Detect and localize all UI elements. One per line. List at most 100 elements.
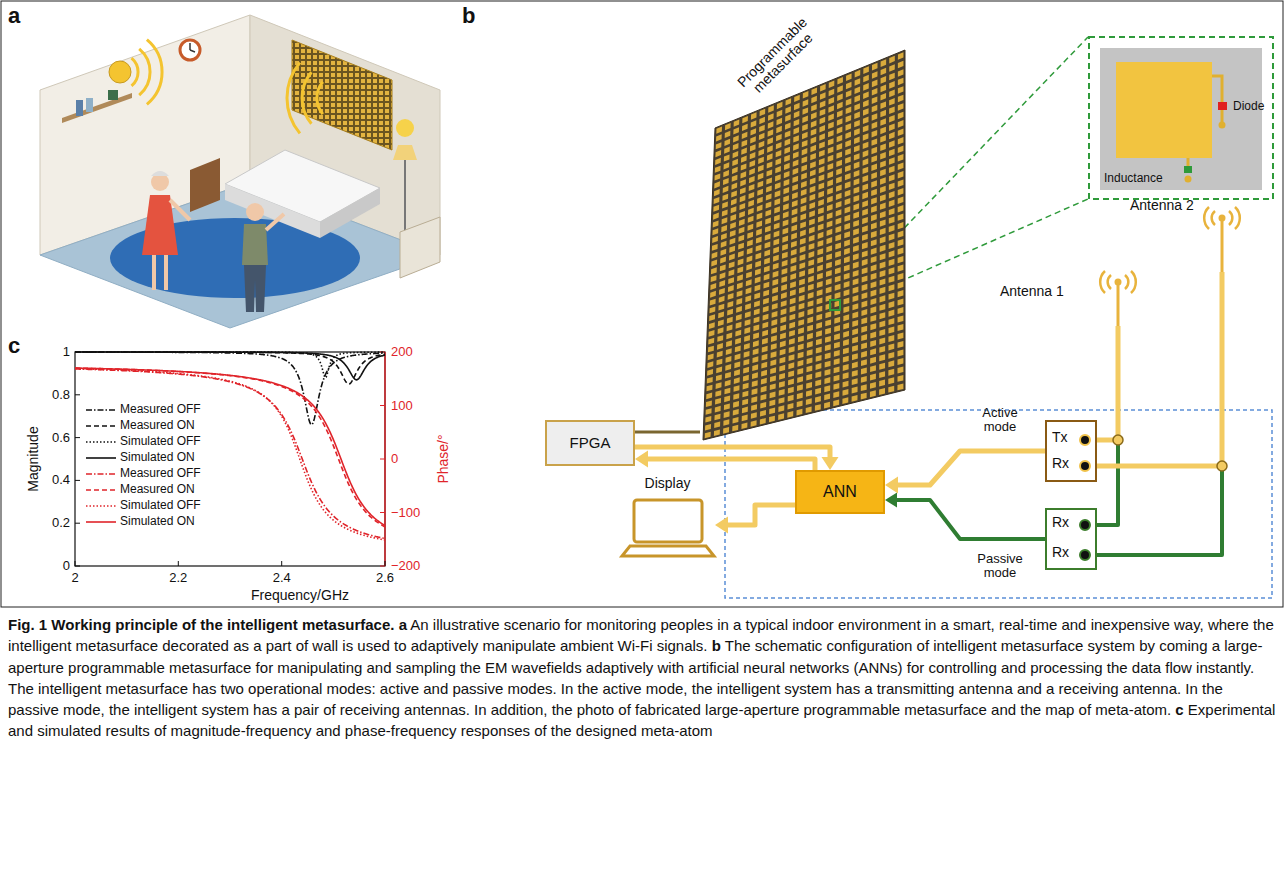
meta-atom-patch [751,396,757,403]
meta-atom-patch [794,95,800,102]
meta-atom-patch [872,96,878,104]
meta-atom-patch [771,335,777,342]
meta-atom-patch [879,346,885,353]
meta-atom-patch [834,342,840,349]
response-chart [75,352,385,566]
meta-atom-patch [717,335,723,342]
meta-atom-patch [852,312,858,319]
meta-atom-patch [810,186,816,193]
meta-atom-patch [808,251,814,258]
meta-atom-patch [775,182,781,189]
meta-atom-patch [778,413,784,420]
tick-mark [380,405,385,406]
meta-atom-patch [780,349,786,356]
meta-atom-patch [898,129,904,137]
tick-mark [380,459,385,460]
meta-atom-patch [757,205,763,212]
inset-frame [1089,37,1273,199]
meta-atom-patch [818,199,824,206]
meta-atom-patch [898,358,904,365]
meta-atom-patch [898,341,904,348]
connector [1097,326,1118,525]
meta-atom-patch [745,311,751,318]
meta-atom-patch [852,387,858,394]
meta-atom-patch [779,357,785,364]
meta-atom-patch [706,393,712,400]
meta-atom-patch [852,345,858,352]
meta-atom-patch [820,117,826,124]
meta-atom-patch [816,330,822,337]
meta-atom-patch [768,121,774,128]
meta-atom-patch [843,331,849,338]
meta-atom-patch [764,274,770,281]
meta-atom-patch [762,330,768,337]
meta-atom-patch [808,267,814,274]
meta-atom-patch [862,284,868,291]
meta-atom-patch [889,174,895,181]
meta-atom-patch [784,147,790,154]
figure-path [244,265,266,312]
connector [1097,272,1222,555]
tick-label: 200 [391,345,413,359]
figure-path [132,58,139,86]
legend-text: Measured ON [120,419,195,432]
meta-atom-patch [897,383,903,390]
meta-atom-patch [803,99,809,106]
meta-atom-patch [836,201,842,208]
meta-atom-patch [790,306,796,313]
port-dot [1080,435,1090,445]
meta-atom-patch [844,223,850,230]
meta-atom-patch [855,87,861,95]
meta-atom-patch [782,227,788,234]
meta-atom-patch [871,281,877,288]
meta-atom-patch [725,364,731,371]
meta-atom-patch [731,190,737,197]
meta-atom-patch [753,348,759,355]
meta-atom-patch [852,378,858,385]
meta-atom-patch [880,203,886,210]
meta-atom-patch [880,278,886,285]
meta-atom-patch [709,307,715,314]
meta-atom-patch [792,184,798,191]
meta-atom-patch [717,351,723,358]
meta-atom-patch [880,127,886,134]
meta-atom-patch [800,238,806,245]
caption-run: b [712,637,721,654]
meta-atom-patch [820,92,826,99]
meta-atom-patch [836,184,842,191]
meta-atom-patch [889,267,895,274]
diode-symbol [1218,102,1227,110]
meta-atom-patch [827,221,833,228]
meta-atom-patch [726,348,732,355]
meta-atom-patch [811,88,817,95]
meta-atom-patch [788,362,794,369]
meta-atom-patch [880,194,886,201]
meta-atom-patch [827,196,833,203]
meta-atom-patch [746,287,752,294]
meta-atom-patch [770,375,776,382]
meta-atom-patch [861,326,867,333]
figure-polygon [400,217,440,278]
meta-atom-patch [871,222,877,229]
meta-atom-patch [853,220,859,227]
meta-atom-patch [709,314,715,321]
meta-atom-patch [731,183,737,190]
meta-atom-patch [842,397,848,404]
connector-line [895,500,1045,539]
meta-atom-patch [880,228,886,235]
tick-mark [380,566,385,567]
meta-atom-patch [837,127,843,134]
meta-atom-patch [898,324,904,331]
meta-atom-patch [737,290,743,297]
meta-atom-patch [898,61,904,69]
component-label: Diode [1233,100,1264,113]
meta-atom-patch [889,276,895,283]
meta-atom-patch [771,343,777,350]
meta-atom-patch [871,239,877,246]
meta-atom-patch [817,281,823,288]
meta-atom-patch [739,211,745,218]
meta-atom-patch [797,392,803,399]
meta-atom-patch [727,317,733,324]
meta-atom-patch [889,81,895,89]
meta-atom-patch [898,205,904,212]
